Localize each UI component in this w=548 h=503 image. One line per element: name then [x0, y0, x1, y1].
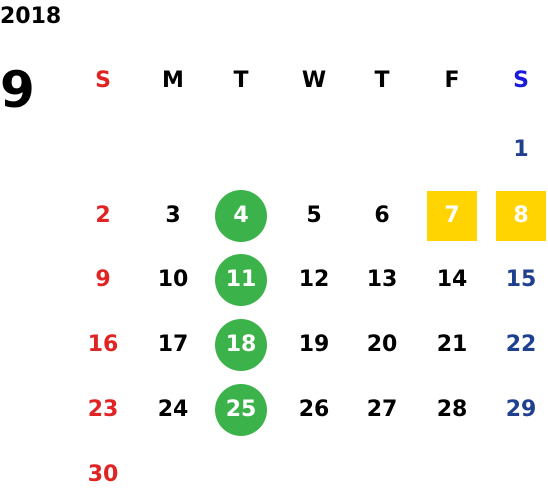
day-cell[interactable]: 29 — [486, 384, 548, 436]
day-number: 19 — [298, 332, 330, 357]
day-number: 8 — [513, 203, 529, 228]
day-cell[interactable]: 17 — [138, 319, 208, 371]
day-cell[interactable]: 24 — [138, 384, 208, 436]
month-number: 9 — [0, 61, 35, 119]
day-number: 21 — [436, 332, 468, 357]
day-number: 12 — [298, 267, 330, 292]
day-number: 30 — [87, 462, 119, 487]
day-cell[interactable]: 26 — [279, 384, 349, 436]
day-number: 6 — [374, 203, 390, 228]
day-number: 10 — [157, 267, 189, 292]
day-number: 9 — [95, 267, 111, 292]
day-number: 3 — [165, 203, 181, 228]
day-highlight-circle — [215, 254, 267, 306]
day-cell[interactable]: 27 — [347, 384, 417, 436]
day-number: 16 — [87, 332, 119, 357]
day-number: 17 — [157, 332, 189, 357]
day-number: 7 — [444, 203, 460, 228]
day-number: 23 — [87, 397, 119, 422]
day-number: 4 — [233, 203, 249, 228]
day-highlight-square — [427, 191, 477, 241]
day-highlight-circle — [215, 384, 267, 436]
day-number: 5 — [306, 203, 322, 228]
day-cell[interactable]: 21 — [417, 319, 487, 371]
day-highlight-circle — [215, 319, 267, 371]
day-cell[interactable]: 22 — [486, 319, 548, 371]
day-cell[interactable]: 7 — [417, 190, 487, 242]
day-number: 1 — [513, 137, 529, 162]
day-cell[interactable]: 30 — [68, 449, 138, 501]
day-cell[interactable]: 9 — [68, 254, 138, 306]
weekday-header-sat: S — [513, 68, 529, 93]
day-cell[interactable]: 10 — [138, 254, 208, 306]
day-cell[interactable]: 4 — [206, 190, 276, 242]
day-cell[interactable]: 2 — [68, 190, 138, 242]
day-cell[interactable]: 13 — [347, 254, 417, 306]
day-cell[interactable]: 19 — [279, 319, 349, 371]
day-number: 29 — [505, 397, 537, 422]
day-cell[interactable]: 28 — [417, 384, 487, 436]
day-cell[interactable]: 23 — [68, 384, 138, 436]
weekday-header-sun: S — [95, 68, 111, 93]
day-cell[interactable]: 6 — [347, 190, 417, 242]
day-cell[interactable]: 11 — [206, 254, 276, 306]
day-number: 18 — [225, 332, 257, 357]
weekday-header-thu: T — [374, 68, 390, 93]
day-number: 24 — [157, 397, 189, 422]
weekday-header-fri: F — [444, 68, 460, 93]
day-number: 11 — [225, 267, 257, 292]
day-cell[interactable]: 5 — [279, 190, 349, 242]
day-cell[interactable]: 25 — [206, 384, 276, 436]
day-number: 22 — [505, 332, 537, 357]
day-cell[interactable]: 16 — [68, 319, 138, 371]
day-number: 2 — [95, 203, 111, 228]
day-cell[interactable]: 3 — [138, 190, 208, 242]
day-highlight-circle — [215, 190, 267, 242]
weekday-header-wed: W — [301, 68, 327, 93]
day-number: 15 — [505, 267, 537, 292]
day-cell[interactable]: 1 — [486, 124, 548, 176]
day-number: 27 — [366, 397, 398, 422]
day-cell[interactable]: 14 — [417, 254, 487, 306]
day-number: 13 — [366, 267, 398, 292]
day-cell[interactable]: 15 — [486, 254, 548, 306]
day-cell[interactable]: 8 — [486, 190, 548, 242]
day-number: 28 — [436, 397, 468, 422]
weekday-header-mon: M — [162, 68, 184, 93]
day-number: 14 — [436, 267, 468, 292]
day-number: 26 — [298, 397, 330, 422]
year-label: 2018 — [0, 4, 62, 29]
day-cell[interactable]: 12 — [279, 254, 349, 306]
day-number: 25 — [225, 397, 257, 422]
day-cell[interactable]: 18 — [206, 319, 276, 371]
day-cell[interactable]: 20 — [347, 319, 417, 371]
day-number: 20 — [366, 332, 398, 357]
day-highlight-square — [496, 191, 546, 241]
weekday-header-tue: T — [233, 68, 249, 93]
